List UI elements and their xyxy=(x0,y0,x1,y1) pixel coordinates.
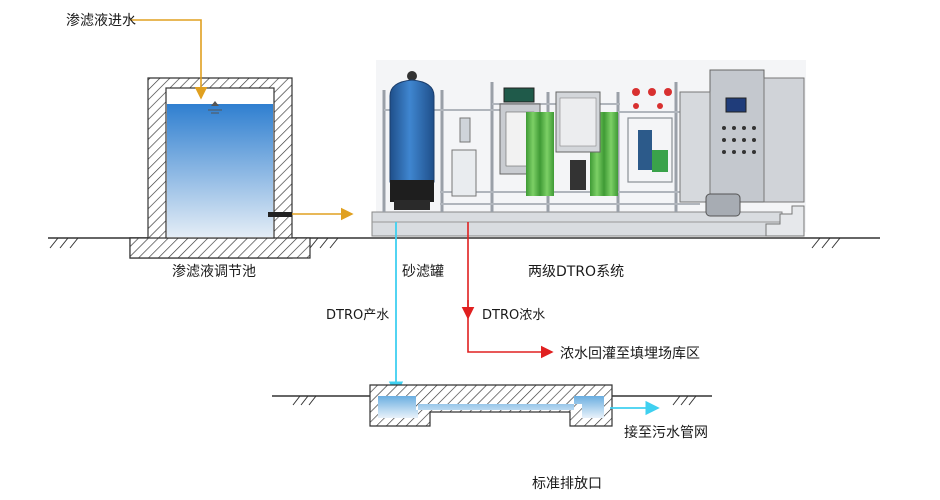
regulating-tank xyxy=(129,77,311,259)
sand-filter-tank xyxy=(389,71,435,210)
inlet-label: 渗滤液进水 xyxy=(66,13,136,29)
sewer-label: 接至污水管网 xyxy=(624,424,708,441)
inlet-line xyxy=(130,19,208,100)
sand-filter-label: 砂滤罐 xyxy=(402,264,444,280)
regulating-tank-label: 渗滤液调节池 xyxy=(172,264,256,280)
recirculation-label: 浓水回灌至填埋场库区 xyxy=(560,346,700,362)
tank-water xyxy=(167,104,273,237)
concentrate-label: DTRO浓水 xyxy=(482,308,545,323)
dtro-system-label: 两级DTRO系统 xyxy=(528,264,624,280)
concentrate-line xyxy=(461,222,554,359)
control-cabinet xyxy=(679,69,805,203)
permeate-label: DTRO产水 xyxy=(326,308,389,323)
channel-water xyxy=(378,396,604,418)
outlet-label: 标准排放口 xyxy=(532,476,602,492)
dtro-equipment-skid xyxy=(371,60,806,237)
discharge-channel xyxy=(272,384,712,427)
